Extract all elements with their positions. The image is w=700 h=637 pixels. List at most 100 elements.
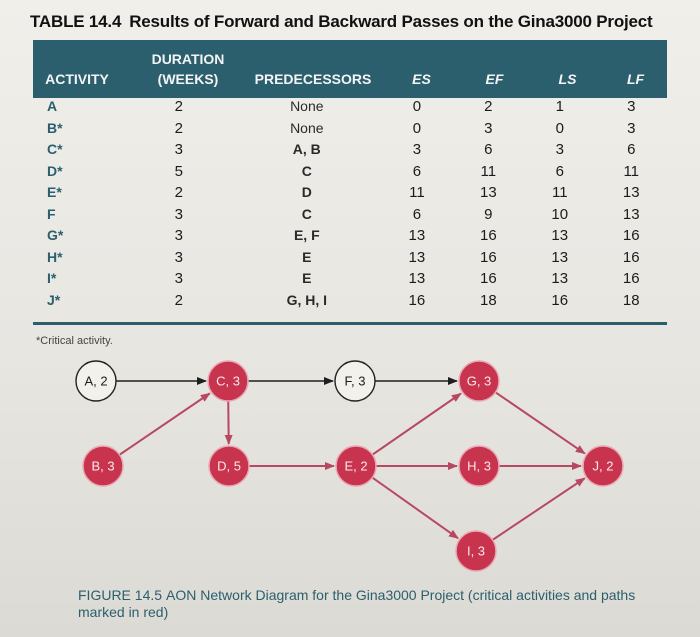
cell-ef: 9 xyxy=(484,205,493,223)
node-label: G, 3 xyxy=(467,374,492,389)
cell-ls: 3 xyxy=(555,141,564,159)
cell-activity: C* xyxy=(47,141,63,158)
cell-ef: 16 xyxy=(479,248,497,266)
cell-ef: 6 xyxy=(484,141,493,159)
cell-predecessors: G, H, I xyxy=(286,291,328,308)
cell-es: 13 xyxy=(408,227,426,245)
cell-activity: E* xyxy=(47,184,62,201)
cell-activity: I* xyxy=(47,270,57,287)
node-label: F, 3 xyxy=(345,374,366,389)
node-circle xyxy=(208,445,250,487)
table-row: C* 3 A, B 3 6 3 6 xyxy=(33,139,667,161)
cell-lf: 3 xyxy=(627,98,636,116)
node-b: B, 3 xyxy=(82,445,124,487)
cell-activity: H* xyxy=(47,248,63,265)
cell-predecessors: C xyxy=(301,205,312,222)
cell-ef: 13 xyxy=(479,184,497,202)
table-number: TABLE 14.4 xyxy=(30,12,122,31)
node-label: J, 2 xyxy=(593,459,614,474)
cell-ls: 11 xyxy=(551,184,568,202)
cell-predecessors: D xyxy=(301,184,312,201)
cell-ls: 16 xyxy=(551,291,569,309)
header-lf: LF xyxy=(626,71,645,87)
cell-duration: 2 xyxy=(174,98,183,116)
cell-predecessors: C xyxy=(301,162,312,179)
cell-activity: J* xyxy=(47,291,61,308)
edge-b-c xyxy=(118,392,211,456)
cell-ef: 18 xyxy=(479,291,497,309)
cell-duration: 2 xyxy=(174,291,183,309)
cell-es: 0 xyxy=(412,98,422,116)
table-title: TABLE 14.4 Results of Forward and Backwar… xyxy=(30,12,653,32)
cell-ls: 10 xyxy=(551,205,569,223)
cell-activity: F xyxy=(47,205,56,222)
cell-lf: 16 xyxy=(622,270,640,288)
cell-duration: 3 xyxy=(174,205,183,223)
cell-lf: 13 xyxy=(622,205,640,223)
cell-ls: 1 xyxy=(555,98,564,116)
node-i: I, 3 xyxy=(455,530,497,572)
node-circle xyxy=(582,445,624,487)
node-e: E, 2 xyxy=(335,445,377,487)
cell-duration: 5 xyxy=(174,162,183,180)
cell-lf: 13 xyxy=(622,184,640,202)
cell-predecessors: E xyxy=(302,248,312,265)
cell-predecessors: None xyxy=(290,98,324,115)
cell-es: 16 xyxy=(408,291,426,309)
cell-lf: 6 xyxy=(627,141,636,159)
cell-lf: 16 xyxy=(622,248,640,266)
cell-ef: 11 xyxy=(480,162,497,180)
cell-ls: 13 xyxy=(551,270,569,288)
node-circle xyxy=(75,360,117,402)
cell-es: 3 xyxy=(412,141,422,159)
cell-predecessors: E, F xyxy=(293,227,320,244)
cell-duration: 2 xyxy=(174,184,183,202)
cell-duration: 3 xyxy=(174,248,183,266)
node-circle xyxy=(455,530,497,572)
cell-ls: 13 xyxy=(551,227,569,245)
cell-duration: 3 xyxy=(174,227,183,245)
cell-lf: 18 xyxy=(622,291,640,309)
node-label: H, 3 xyxy=(467,459,491,474)
cell-lf: 16 xyxy=(622,227,640,245)
figure-number: FIGURE 14.5 xyxy=(78,587,163,603)
cell-activity: G* xyxy=(47,227,64,244)
node-j: J, 2 xyxy=(582,445,624,487)
header-predecessors: PREDECESSORS xyxy=(254,71,372,87)
cell-lf: 3 xyxy=(627,119,636,137)
node-circle xyxy=(207,360,249,402)
node-label: A, 2 xyxy=(84,374,107,389)
node-circle xyxy=(82,445,124,487)
cell-lf: 11 xyxy=(623,162,640,180)
cell-es: 6 xyxy=(412,162,422,180)
node-circle xyxy=(334,360,376,402)
cell-activity: A xyxy=(47,98,58,115)
cell-predecessors: E xyxy=(302,270,312,287)
table-header: ACTIVITY DURATION (WEEKS) PREDECESSORS E… xyxy=(33,40,667,98)
cell-activity: B* xyxy=(47,119,63,136)
header-ef: EF xyxy=(485,71,504,87)
header-ls: LS xyxy=(558,71,577,87)
node-label: E, 2 xyxy=(344,459,367,474)
node-circle xyxy=(335,445,377,487)
table-title-text: Results of Forward and Backward Passes o… xyxy=(129,12,653,31)
edge-c-d xyxy=(224,400,233,446)
node-label: C, 3 xyxy=(216,374,240,389)
node-a: A, 2 xyxy=(75,360,117,402)
cell-predecessors: A, B xyxy=(292,141,321,158)
cell-duration: 3 xyxy=(174,141,183,159)
figure-caption-text: AON Network Diagram for the Gina3000 Pro… xyxy=(78,587,636,620)
node-f: F, 3 xyxy=(334,360,376,402)
cell-ls: 13 xyxy=(551,248,569,266)
node-label: B, 3 xyxy=(91,459,114,474)
node-label: D, 5 xyxy=(217,459,241,474)
